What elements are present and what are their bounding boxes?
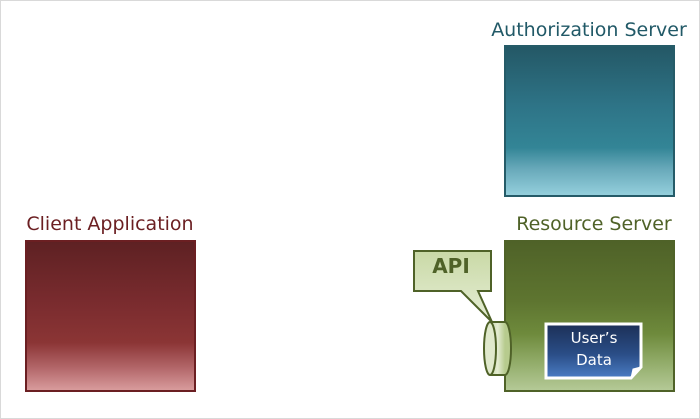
api-callout-bubble <box>413 250 493 323</box>
authorization-server-box <box>504 45 675 197</box>
api-endpoint-cylinder-icon <box>483 321 512 376</box>
client-application-box <box>25 240 196 392</box>
users-data-label: User’s Data <box>548 327 640 371</box>
users-data-document-icon <box>544 322 643 380</box>
api-label: API <box>432 254 470 278</box>
resource-server-label: Resource Server <box>516 213 672 235</box>
authorization-server-label: Authorization Server <box>491 19 687 41</box>
users-data-label-line2: Data <box>576 351 612 369</box>
users-data-label-line1: User’s <box>570 329 618 347</box>
client-application-label: Client Application <box>26 213 194 235</box>
